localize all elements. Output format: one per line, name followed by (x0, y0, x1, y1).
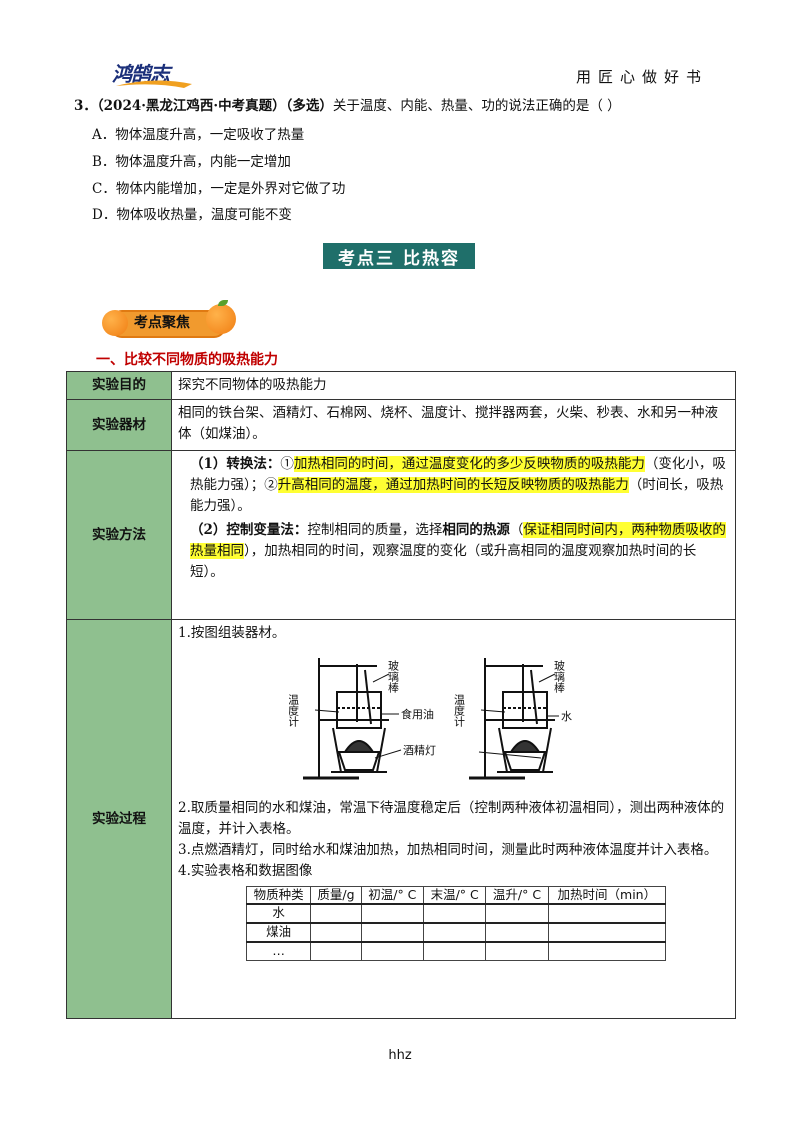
method-bold-text: 相同的热源 (442, 522, 510, 538)
data-cell (310, 922, 362, 943)
figure-label-water: 水 (561, 710, 572, 723)
table-row: 实验过程 1.按图组装器材。 (66, 619, 736, 1019)
data-cell (547, 903, 667, 924)
option-c: C．物体内能增加，一定是外界对它做了功 (92, 181, 346, 197)
process-step-1: 1.按图组装器材。 (178, 625, 286, 641)
figure-label-thermometer: 温度计 (289, 694, 300, 728)
table-row: 实验目的 探究不同物体的吸热能力 (66, 371, 736, 400)
purpose-text: 探究不同物体的吸热能力 (171, 371, 736, 400)
data-cell (310, 903, 362, 924)
experiment-table: 实验目的 探究不同物体的吸热能力 实验器材 相同的铁台架、酒精灯、石棉网、烧杯、… (66, 371, 736, 1019)
table-row: … (245, 941, 667, 961)
process-step-2: 2.取质量相同的水和煤油，常温下待温度稳定后（控制两种液体初温相同），测出两种液… (178, 800, 725, 837)
data-row-label: 煤油 (245, 922, 312, 943)
method-text: （1）转换法：①加热相同的时间，通过温度变化的多少反映物质的吸热能力（变化小，吸… (171, 450, 736, 620)
figure-label-thermometer: 温度计 (452, 694, 465, 728)
sub-heading: 一、比较不同物质的吸热能力 (96, 352, 278, 368)
data-cell (360, 941, 425, 961)
data-cell (547, 941, 667, 961)
header-slogan: 用匠心做好书 (575, 68, 708, 86)
focus-label: 考点聚焦 (134, 315, 190, 331)
data-col-header: 温升/° C (485, 886, 549, 905)
question-source: （2024·黑龙江鸡西·中考真题）（多选） (96, 98, 333, 114)
question-stem: 3．（2024·黑龙江鸡西·中考真题）（多选）关于温度、内能、热量、功的说法正确… (74, 96, 621, 116)
data-col-header: 初温/° C (360, 886, 425, 905)
data-cell (422, 903, 487, 924)
method-text-part: 控制相同的质量，选择 (307, 522, 443, 538)
data-cell (422, 922, 487, 943)
data-cell (485, 903, 549, 924)
method-conversion-title: （1）转换法： (190, 456, 281, 472)
method-control-title: （2）控制变量法： (190, 522, 308, 538)
table-row: 煤油 (245, 922, 667, 943)
orange-icon (206, 304, 236, 334)
data-cell (485, 922, 549, 943)
figure-label-lamp: 酒精灯 (403, 744, 436, 757)
question-text: 关于温度、内能、热量、功的说法正确的是（ ） (332, 98, 621, 114)
table-row: 水 (245, 903, 667, 924)
data-row-label: … (245, 941, 312, 961)
data-col-header: 加热时间（min） (547, 886, 667, 905)
data-cell (360, 922, 425, 943)
section-title: 考点三 比热容 (323, 243, 475, 269)
publisher-logo: 鸿鹄志 (112, 56, 192, 90)
method-text-part: ① (280, 456, 294, 472)
method-text-part: （时间长，吸热能力强）。 (190, 477, 724, 514)
highlight-text: 升高相同的温度，通过加热时间的长短反映物质的吸热能力 (277, 477, 629, 493)
orange-icon (102, 310, 128, 336)
method-label: 实验方法 (66, 450, 172, 620)
method-text-part: ），加热相同的时间，观察温度的变化（或升高相同的温度观察加热时间的长短）。 (190, 543, 697, 580)
equipment-text: 相同的铁台架、酒精灯、石棉网、烧杯、温度计、搅拌器两套，火柴、秒表、水和另一种液… (171, 399, 736, 451)
figure-label-rod: 玻璃棒 (552, 660, 565, 694)
process-text: 1.按图组装器材。 (171, 619, 736, 1019)
data-cell (547, 922, 667, 943)
apparatus-figure: 温度计 玻璃棒 食用油 酒精灯 温度计 玻璃棒 水 (289, 658, 572, 780)
logo-swoosh-icon (116, 80, 192, 88)
page-footer: hhz (388, 1048, 412, 1063)
figure-label-rod: 玻璃棒 (386, 660, 399, 694)
data-cell (485, 941, 549, 961)
data-col-header: 物质种类 (245, 886, 312, 905)
data-cell (310, 941, 362, 961)
data-table: 物质种类 质量/g 初温/° C 末温/° C 温升/° C 加热时间（min）… (245, 886, 667, 961)
table-row: 实验方法 （1）转换法：①加热相同的时间，通过温度变化的多少反映物质的吸热能力（… (66, 450, 736, 620)
equipment-label: 实验器材 (66, 399, 172, 451)
data-cell (360, 903, 425, 924)
method-text-part: （变化小，吸热能力强）；② (190, 456, 726, 493)
data-row-label: 水 (245, 903, 312, 924)
method-text-part: （ (509, 522, 524, 538)
data-col-header: 质量/g (310, 886, 362, 905)
process-label: 实验过程 (66, 619, 172, 1019)
leaf-icon (218, 300, 228, 306)
purpose-label: 实验目的 (66, 371, 172, 400)
question-number: 3． (74, 98, 97, 114)
figure-label-oil: 食用油 (401, 707, 434, 721)
data-cell (422, 941, 487, 961)
focus-badge: 考点聚焦 (102, 298, 242, 340)
process-step-4: 4.实验表格和数据图像 (178, 863, 313, 879)
data-col-header: 末温/° C (422, 886, 487, 905)
highlight-text: 加热相同的时间，通过温度变化的多少反映物质的吸热能力 (293, 456, 645, 472)
data-table-header: 物质种类 质量/g 初温/° C 末温/° C 温升/° C 加热时间（min） (245, 886, 667, 905)
option-d: D．物体吸收热量，温度可能不变 (92, 207, 292, 223)
process-step-3: 3.点燃酒精灯，同时给水和煤油加热，加热相同时间，测量此时两种液体温度并计入表格… (178, 842, 718, 858)
option-b: B．物体温度升高，内能一定增加 (92, 154, 291, 170)
option-a: A．物体温度升高，一定吸收了热量 (92, 127, 305, 143)
table-row: 实验器材 相同的铁台架、酒精灯、石棉网、烧杯、温度计、搅拌器两套，火柴、秒表、水… (66, 399, 736, 451)
